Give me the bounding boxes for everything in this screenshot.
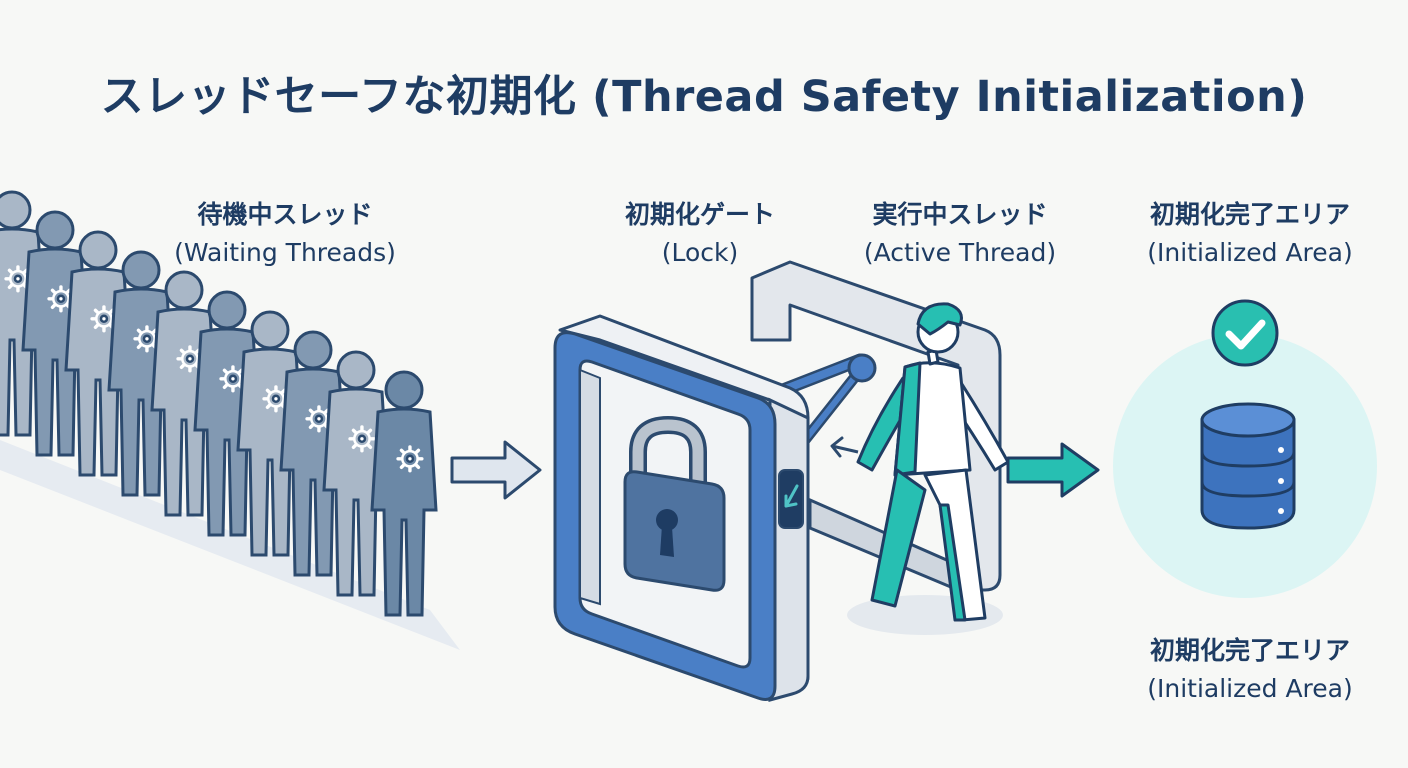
arrow-to-gate-icon: [450, 440, 542, 500]
active-thread-label-en: (Active Thread): [863, 238, 1057, 267]
waiting-threads-label-en: (Waiting Threads): [174, 238, 396, 267]
active-thread-label: 実行中スレッド (Active Thread): [840, 196, 1080, 272]
active-thread-label-jp: 実行中スレッド: [872, 200, 1048, 229]
initialized-area-label-top: 初期化完了エリア (Initialized Area): [1125, 196, 1375, 272]
gate-label-jp: 初期化ゲート: [624, 200, 775, 229]
waiting-threads-label: 待機中スレッド (Waiting Threads): [150, 196, 420, 272]
database-icon: [1200, 402, 1296, 530]
arrow-to-area-icon: [1006, 442, 1100, 498]
waiting-threads-label-jp: 待機中スレッド: [197, 200, 373, 229]
page-title: スレッドセーフな初期化 (Thread Safety Initializatio…: [100, 72, 1308, 122]
gate-label: 初期化ゲート (Lock): [590, 196, 810, 272]
padlock-icon: [623, 415, 726, 592]
initialized-area-label-bottom-en: (Initialized Area): [1147, 674, 1353, 703]
gate-label-en: (Lock): [661, 238, 739, 267]
initialized-area-label-top-en: (Initialized Area): [1147, 238, 1353, 267]
walking-person-icon: [856, 302, 1010, 622]
initialized-area-label-top-jp: 初期化完了エリア: [1149, 200, 1350, 229]
arrow-down-left-icon: [784, 484, 799, 508]
initialized-area-label-bottom: 初期化完了エリア (Initialized Area): [1120, 632, 1380, 708]
check-icon: [1211, 299, 1279, 367]
initialized-area-label-bottom-jp: 初期化完了エリア: [1149, 636, 1350, 665]
